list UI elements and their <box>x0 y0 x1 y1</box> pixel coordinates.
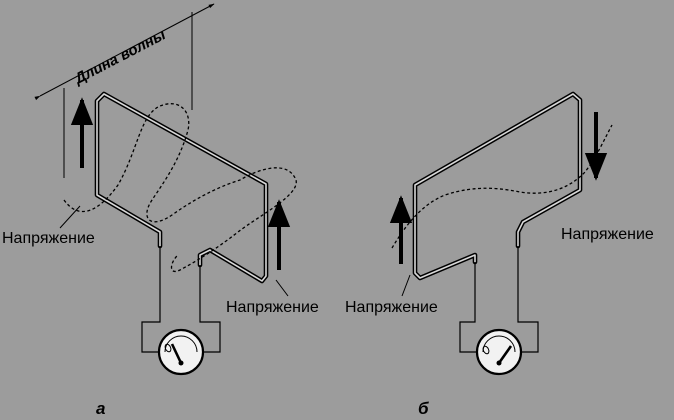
wavelength-dimension: Длина волны <box>34 3 215 178</box>
voltage-label-b-right: Напряжение <box>561 226 654 243</box>
voltage-label-a-left: Напряжение <box>2 230 95 247</box>
antenna-loop-b <box>412 91 583 281</box>
caption-b: б <box>418 399 429 418</box>
voltage-label-b-left: Напряжение <box>345 299 438 316</box>
standing-wave-a <box>63 103 297 273</box>
caption-a: а <box>96 399 105 418</box>
meter-b <box>475 328 523 376</box>
voltage-label-a-right: Напряжение <box>226 299 319 316</box>
diagram-b: Напряжение Напряжение б <box>345 91 654 418</box>
antenna-loop-a <box>94 91 269 284</box>
wavelength-label: Длина волны <box>70 26 168 88</box>
meter-a <box>157 328 205 376</box>
diagram-a: Длина волны Напряжение Напряжение <box>2 3 319 418</box>
standing-wave-b <box>391 124 613 249</box>
feed-lines-b <box>459 246 539 353</box>
feed-lines-a <box>141 246 221 353</box>
